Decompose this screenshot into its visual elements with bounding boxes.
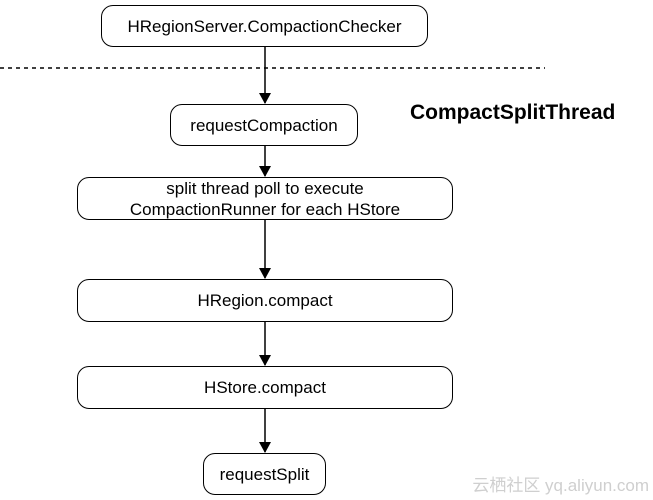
thread-title: CompactSplitThread xyxy=(410,101,616,124)
node-hstore-compact-label: HStore.compact xyxy=(204,378,326,397)
node-request-compaction-label: requestCompaction xyxy=(190,115,338,135)
node-compaction-checker: HRegionServer.CompactionChecker xyxy=(101,5,428,47)
node-split-thread-poll: split thread poll to execute CompactionR… xyxy=(77,177,453,220)
node-hregion-compact-label: HRegion.compact xyxy=(197,291,333,310)
watermark-text: 云栖社区 yq.aliyun.com xyxy=(472,476,649,495)
node-split-thread-poll-line1: split thread poll to execute xyxy=(166,178,364,198)
node-compaction-checker-label: HRegionServer.CompactionChecker xyxy=(127,16,402,36)
node-request-split: requestSplit xyxy=(203,453,326,495)
node-request-compaction: requestCompaction xyxy=(170,104,358,146)
node-split-thread-poll-line2: CompactionRunner for each HStore xyxy=(129,199,401,219)
node-request-split-label: requestSplit xyxy=(219,464,310,484)
node-hregion-compact: HRegion.compact xyxy=(77,279,453,322)
node-hstore-compact: HStore.compact xyxy=(77,366,453,409)
